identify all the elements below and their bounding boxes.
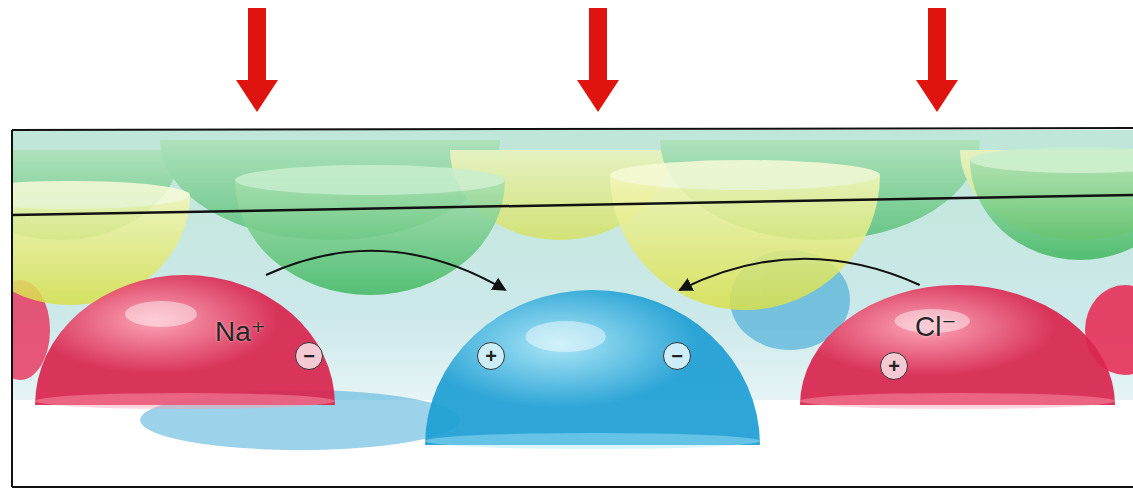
migration-arrow <box>266 251 505 290</box>
dome-shape <box>425 290 760 445</box>
ion-label: Na⁺ <box>215 318 266 346</box>
down-arrows <box>236 8 958 112</box>
ion-label: Cl⁻ <box>915 313 956 341</box>
ion-dome: Na⁺ − <box>35 275 335 405</box>
ion-dome: +− <box>425 290 760 445</box>
membrane-panel <box>12 130 1133 487</box>
ion-dome: +Cl⁻ <box>800 285 1115 405</box>
charge-symbol: + <box>477 342 505 370</box>
migration-arrow <box>680 259 920 290</box>
charge-symbol: − <box>663 342 691 370</box>
charge-symbol: + <box>880 352 908 380</box>
dome-shape <box>35 275 335 405</box>
dome-shape <box>800 285 1115 405</box>
charge-symbol: − <box>295 342 323 370</box>
frame-lines <box>12 128 1133 487</box>
